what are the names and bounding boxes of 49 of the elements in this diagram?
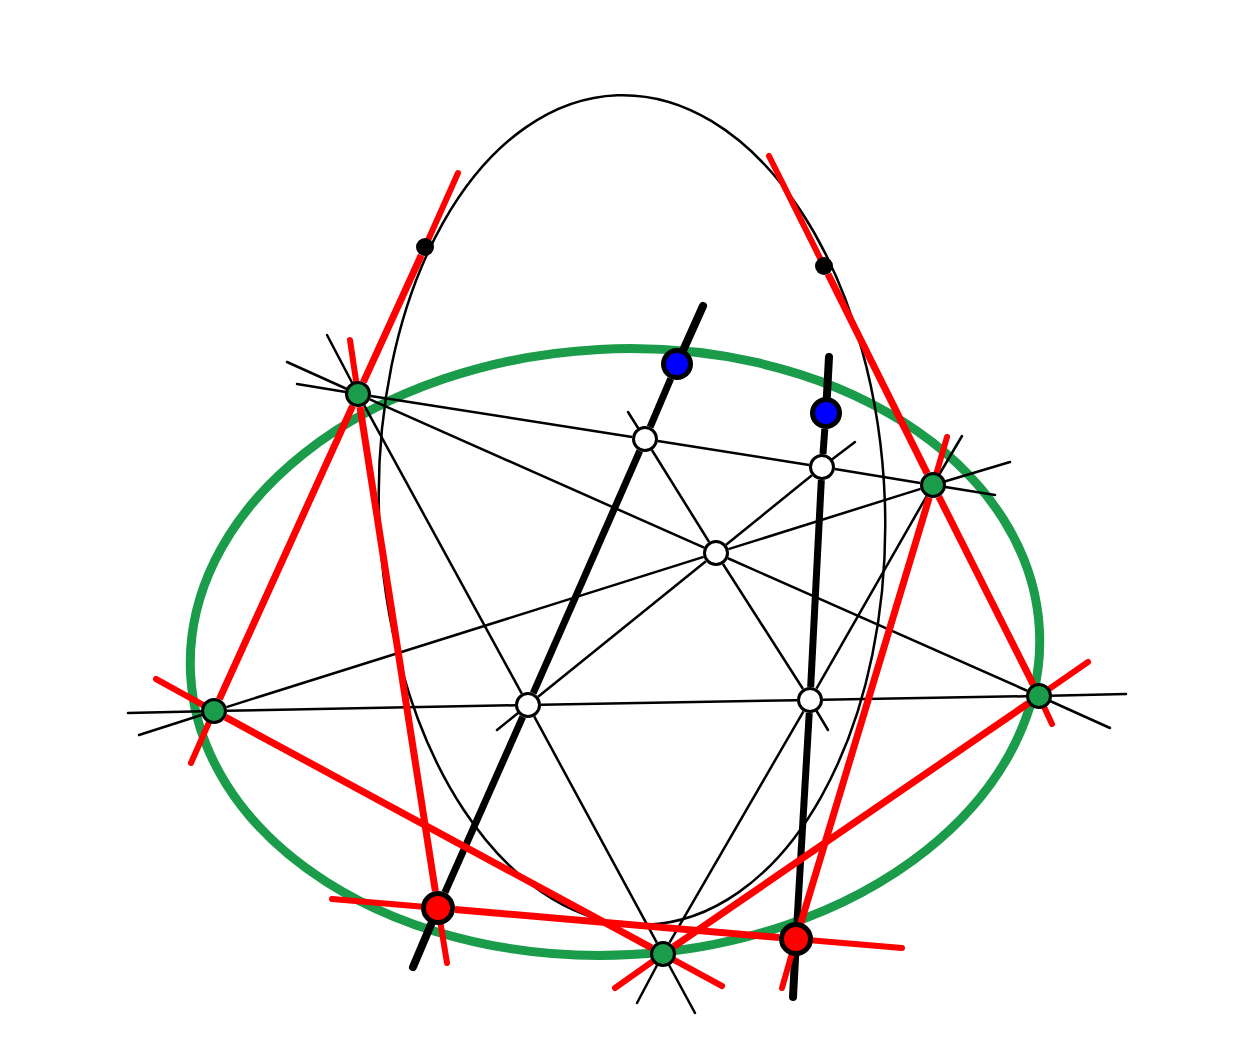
line-segment — [226, 555, 704, 709]
line-segment — [668, 710, 805, 944]
line-segment — [454, 906, 780, 941]
line-segment — [671, 700, 1031, 950]
line-segment — [356, 406, 439, 892]
line-segment — [657, 439, 810, 467]
point-marker — [1026, 683, 1052, 709]
line-segment — [725, 474, 813, 546]
point-marker — [797, 687, 823, 713]
point-marker — [779, 922, 813, 956]
line-segment — [834, 467, 921, 485]
line-segment — [935, 495, 1037, 686]
point-marker — [632, 426, 658, 452]
line-segment — [537, 560, 707, 698]
line-segment — [793, 712, 813, 923]
line-segment — [363, 404, 523, 695]
point-marker — [810, 397, 842, 429]
line-segment — [646, 377, 674, 429]
point-marker — [661, 348, 693, 380]
line-segment — [370, 394, 633, 439]
line-segment — [540, 699, 798, 706]
line-segment — [721, 563, 805, 690]
line-segment — [797, 496, 933, 924]
point-marker — [421, 891, 455, 925]
point-marker — [920, 472, 946, 498]
point-marker — [703, 540, 729, 566]
line-segment — [819, 428, 829, 455]
point-marker — [809, 454, 835, 480]
line-segment — [216, 404, 356, 701]
line-segment — [824, 272, 931, 475]
point-marker — [815, 257, 833, 275]
line-segment — [369, 398, 705, 549]
line-segment — [441, 715, 526, 894]
line-segment — [728, 487, 921, 551]
line-segment — [650, 449, 711, 543]
point-marker — [345, 381, 371, 407]
line-segment — [533, 715, 658, 944]
line-segment — [822, 695, 1027, 701]
line-segment — [727, 557, 1028, 692]
line-segment — [223, 714, 654, 951]
line-segment — [530, 449, 643, 695]
point-marker — [650, 941, 676, 967]
line-segment — [226, 704, 516, 712]
line-segment — [815, 495, 928, 690]
line-segment — [360, 253, 425, 384]
point-marker — [515, 692, 541, 718]
line-segment — [807, 479, 825, 688]
point-marker — [416, 238, 434, 256]
point-marker — [201, 698, 227, 724]
